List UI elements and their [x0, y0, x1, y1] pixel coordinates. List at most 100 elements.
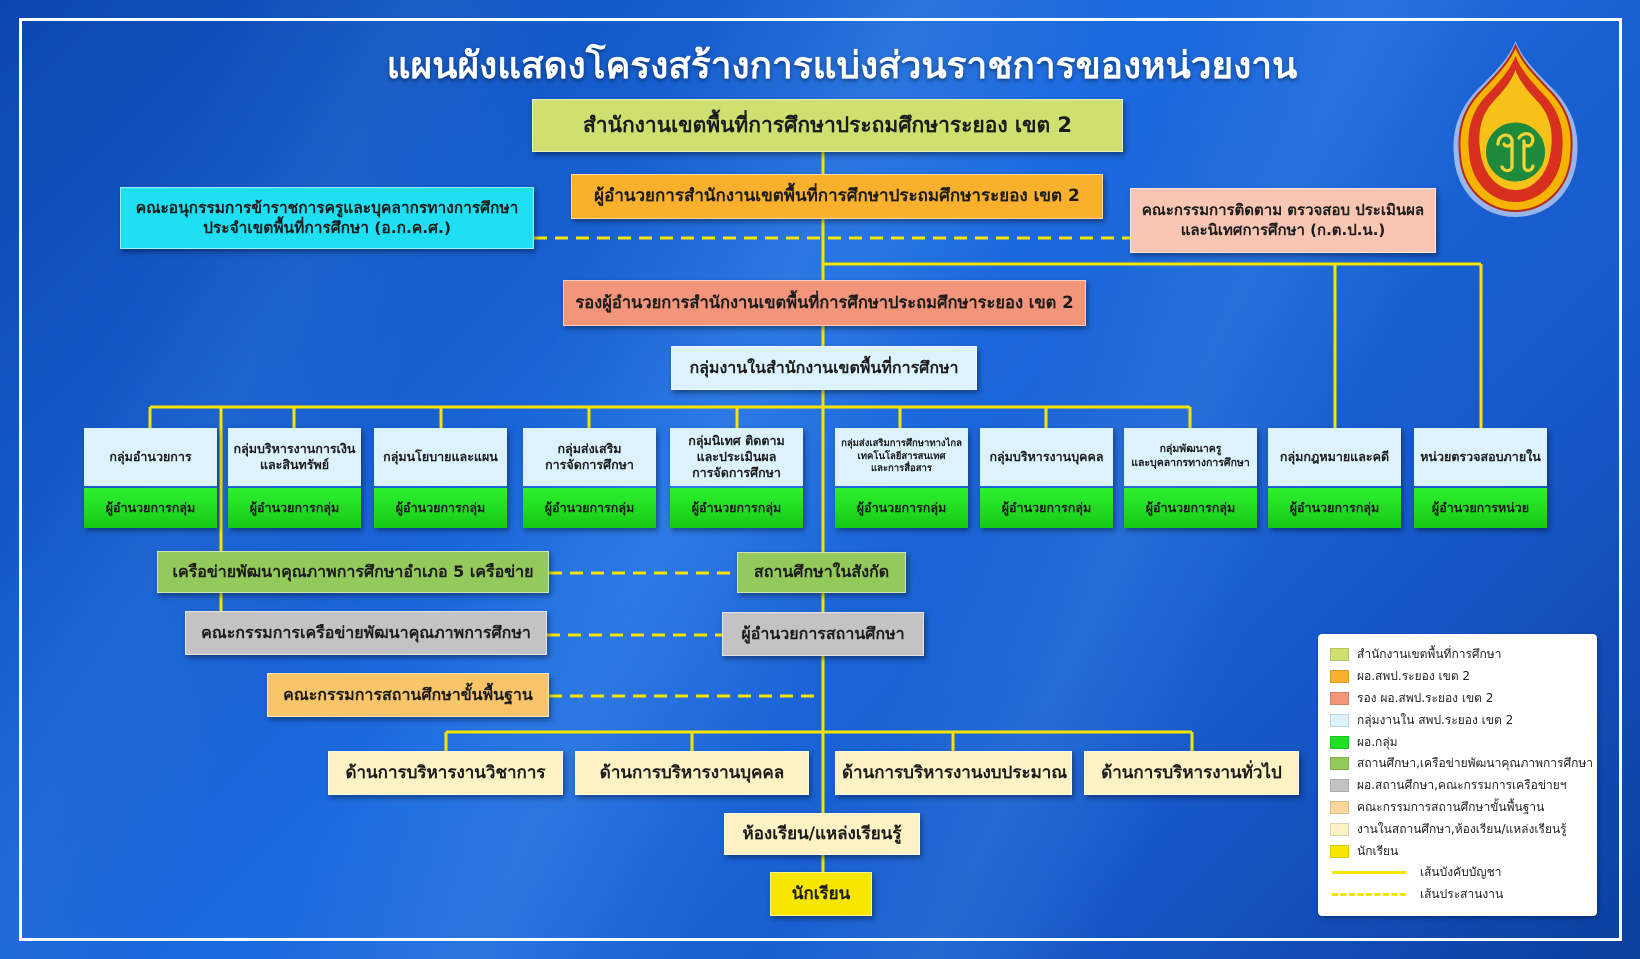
- group-name: กลุ่มบริหารงานการเงิน และสินทรัพย์: [228, 428, 361, 486]
- legend-item: ผอ.กลุ่ม: [1330, 731, 1589, 753]
- legend-item: ผอ.สถานศึกษา,คณะกรรมการเครือข่ายฯ: [1330, 775, 1589, 797]
- group-name: กลุ่มกฎหมายและคดี: [1268, 428, 1401, 486]
- legend-item: สถานศึกษา,เครือข่ายพัฒนาคุณภาพการศึกษา: [1330, 753, 1593, 775]
- legend-item: กลุ่มงานใน สพป.ระยอง เขต 2: [1330, 709, 1589, 731]
- school-area-label: ด้านการบริหารงานวิชาการ: [345, 762, 546, 783]
- students-label: นักเรียน: [791, 883, 851, 904]
- office-box: สำนักงานเขตพื้นที่การศึกษาประถมศึกษาระยอ…: [532, 99, 1123, 152]
- legend-label: ผอ.กลุ่ม: [1357, 734, 1398, 749]
- group-head: ผู้อำนวยการกลุ่ม: [1268, 488, 1401, 528]
- school-area-label: ด้านการบริหารงานงบประมาณ: [842, 762, 1068, 783]
- group-name-line: กลุ่มกฎหมายและคดี: [1279, 448, 1390, 464]
- group-name-line: กลุ่มบริหารงานการเงิน: [233, 440, 356, 456]
- group-name-line: และบุคลากรทางการศึกษา: [1131, 457, 1250, 469]
- legend-label: เส้นบังคับบัญชา: [1420, 865, 1502, 880]
- group-name-line: และประเมินผล: [696, 448, 777, 464]
- schools-label: สถานศึกษาในสังกัด: [753, 562, 890, 582]
- network-committee-box: คณะกรรมการเครือข่ายพัฒนาคุณภาพการศึกษา: [185, 611, 547, 655]
- legend-label: ผอ.สพป.ระยอง เขต 2: [1357, 669, 1471, 684]
- legend-item: นักเรียน: [1330, 840, 1589, 862]
- teacher-subcommittee-line: คณะอนุกรรมการข้าราชการครูและบุคลากรทางกา…: [135, 198, 519, 217]
- group-head: ผู้อำนวยการกลุ่ม: [523, 488, 656, 528]
- group-name: กลุ่มอำนวยการ: [84, 428, 217, 486]
- group-legal: กลุ่มกฎหมายและคดี ผู้อำนวยการกลุ่ม: [1268, 428, 1401, 528]
- white-frame: [19, 18, 1622, 941]
- monitoring-committee-line: คณะกรรมการติดตาม ตรวจสอบ ประเมินผล: [1141, 201, 1425, 219]
- emblem-symbol: [1496, 132, 1535, 173]
- legend-item: สำนักงานเขตพื้นที่การศึกษา: [1330, 644, 1589, 666]
- group-finance: กลุ่มบริหารงานการเงิน และสินทรัพย์ ผู้อำ…: [228, 428, 361, 528]
- group-head: ผู้อำนวยการหน่วย: [1414, 488, 1547, 528]
- legend-line-item: เส้นบังคับบัญชา: [1330, 862, 1589, 884]
- work-groups-label: กลุ่มงานในสำนักงานเขตพื้นที่การศึกษา: [689, 357, 959, 377]
- command-line-sample: [1332, 871, 1406, 875]
- legend-label: สถานศึกษา,เครือข่ายพัฒนาคุณภาพการศึกษา: [1357, 756, 1594, 771]
- legend-swatch: [1330, 800, 1349, 814]
- legend-item: งานในสถานศึกษา,ห้องเรียน/แหล่งเรียนรู้: [1330, 818, 1589, 840]
- network-committee-label: คณะกรรมการเครือข่ายพัฒนาคุณภาพการศึกษา: [201, 622, 531, 642]
- work-groups-box: กลุ่มงานในสำนักงานเขตพื้นที่การศึกษา: [671, 346, 977, 390]
- emblem-green-disc: [1483, 119, 1548, 185]
- legend-label: คณะกรรมการสถานศึกษาขั้นพื้นฐาน: [1357, 799, 1545, 814]
- group-name: กลุ่มส่งเสริมการศึกษาทางไกล เทคโนโลยีสาร…: [835, 428, 968, 486]
- coordination-line-sample: [1332, 893, 1406, 897]
- legend-swatch: [1330, 779, 1349, 793]
- group-name-line: กลุ่มอำนวยการ: [109, 448, 192, 464]
- legend-swatch: [1330, 648, 1349, 662]
- school-director-label: ผู้อำนวยการสถานศึกษา: [741, 623, 905, 643]
- group-head: ผู้อำนวยการกลุ่ม: [374, 488, 507, 528]
- legend-line-item: เส้นประสานงาน: [1330, 884, 1589, 906]
- group-name-line: กลุ่มนิเทศ ติดตาม: [688, 432, 785, 448]
- group-name-line: หน่วยตรวจสอบภายใน: [1420, 448, 1541, 464]
- academic-area-box: ด้านการบริหารงานวิชาการ: [328, 751, 563, 795]
- legend-label: นักเรียน: [1357, 843, 1399, 858]
- classroom-box: ห้องเรียน/แหล่งเรียนรู้: [724, 813, 920, 855]
- legend-swatch: [1330, 757, 1349, 771]
- group-name-line: กลุ่มส่งเสริมการศึกษาทางไกล: [841, 438, 962, 450]
- group-name: กลุ่มพัฒนาครู และบุคลากรทางการศึกษา: [1124, 428, 1257, 486]
- group-head: ผู้อำนวยการกลุ่ม: [84, 488, 217, 528]
- legend-label: รอง ผอ.สพป.ระยอง เขต 2: [1357, 690, 1494, 705]
- group-head: ผู้อำนวยการกลุ่ม: [228, 488, 361, 528]
- group-personnel: กลุ่มบริหารงานบุคคล ผู้อำนวยการกลุ่ม: [980, 428, 1113, 528]
- monitoring-committee-line: และนิเทศการศึกษา (ก.ต.ป.น.): [1180, 220, 1386, 239]
- group-supervision: กลุ่มนิเทศ ติดตาม และประเมินผล การจัดการ…: [670, 428, 803, 528]
- group-name: หน่วยตรวจสอบภายใน: [1414, 428, 1547, 486]
- budget-area-box: ด้านการบริหารงานงบประมาณ: [835, 751, 1072, 795]
- group-name-line: เทคโนโลยีสารสนเทศ: [857, 450, 946, 462]
- legend-swatch: [1330, 670, 1349, 684]
- school-board-label: คณะกรรมการสถานศึกษาขั้นพื้นฐาน: [283, 684, 533, 704]
- group-name-line: กลุ่มนโยบายและแผน: [383, 448, 498, 464]
- group-name-line: กลุ่มพัฒนาครู: [1159, 443, 1222, 456]
- obec-emblem-logo: [1453, 41, 1578, 217]
- group-name-line: กลุ่มบริหารงานบุคคล: [989, 448, 1104, 464]
- deputy-director-label: รองผู้อำนวยการสำนักงานเขตพื้นที่การศึกษา…: [575, 293, 1074, 313]
- teacher-subcommittee-line: ประจำเขตพื้นที่การศึกษา (อ.ก.ค.ศ.): [203, 219, 451, 237]
- group-name: กลุ่มนโยบายและแผน: [374, 428, 507, 486]
- school-director-box: ผู้อำนวยการสถานศึกษา: [722, 612, 924, 656]
- school-area-label: ด้านการบริหารงานทั่วไป: [1101, 762, 1282, 783]
- group-name: กลุ่มส่งเสริม การจัดการศึกษา: [523, 428, 656, 486]
- group-name-line: กลุ่มส่งเสริม: [557, 440, 622, 456]
- group-name: กลุ่มบริหารงานบุคคล: [980, 428, 1113, 486]
- director-label: ผู้อำนวยการสำนักงานเขตพื้นที่การศึกษาประ…: [594, 186, 1080, 207]
- general-area-box: ด้านการบริหารงานทั่วไป: [1084, 751, 1299, 795]
- legend-item: ผอ.สพป.ระยอง เขต 2: [1330, 666, 1589, 688]
- schools-box: สถานศึกษาในสังกัด: [737, 552, 906, 593]
- group-ict: กลุ่มส่งเสริมการศึกษาทางไกล เทคโนโลยีสาร…: [835, 428, 968, 528]
- group-teacher-development: กลุ่มพัฒนาครู และบุคลากรทางการศึกษา ผู้อ…: [1124, 428, 1257, 528]
- group-name-line: การจัดการศึกษา: [545, 457, 634, 472]
- school-area-label: ด้านการบริหารงานบุคคล: [599, 762, 785, 783]
- legend-label: สำนักงานเขตพื้นที่การศึกษา: [1357, 647, 1502, 662]
- group-administration: กลุ่มอำนวยการ ผู้อำนวยการกลุ่ม: [84, 428, 217, 528]
- group-policy-planning: กลุ่มนโยบายและแผน ผู้อำนวยการกลุ่ม: [374, 428, 507, 528]
- group-name: กลุ่มนิเทศ ติดตาม และประเมินผล การจัดการ…: [670, 428, 803, 486]
- monitoring-committee-box: คณะกรรมการติดตาม ตรวจสอบ ประเมินผล และนิ…: [1130, 188, 1436, 253]
- legend-swatch: [1330, 691, 1349, 705]
- students-box: นักเรียน: [770, 872, 872, 916]
- network-label: เครือข่ายพัฒนาคุณภาพการศึกษาอำเภอ 5 เครื…: [172, 561, 534, 581]
- legend-item: คณะกรรมการสถานศึกษาขั้นพื้นฐาน: [1330, 797, 1589, 819]
- teacher-subcommittee-box: คณะอนุกรรมการข้าราชการครูและบุคลากรทางกา…: [120, 187, 534, 249]
- deputy-director-box: รองผู้อำนวยการสำนักงานเขตพื้นที่การศึกษา…: [563, 280, 1086, 326]
